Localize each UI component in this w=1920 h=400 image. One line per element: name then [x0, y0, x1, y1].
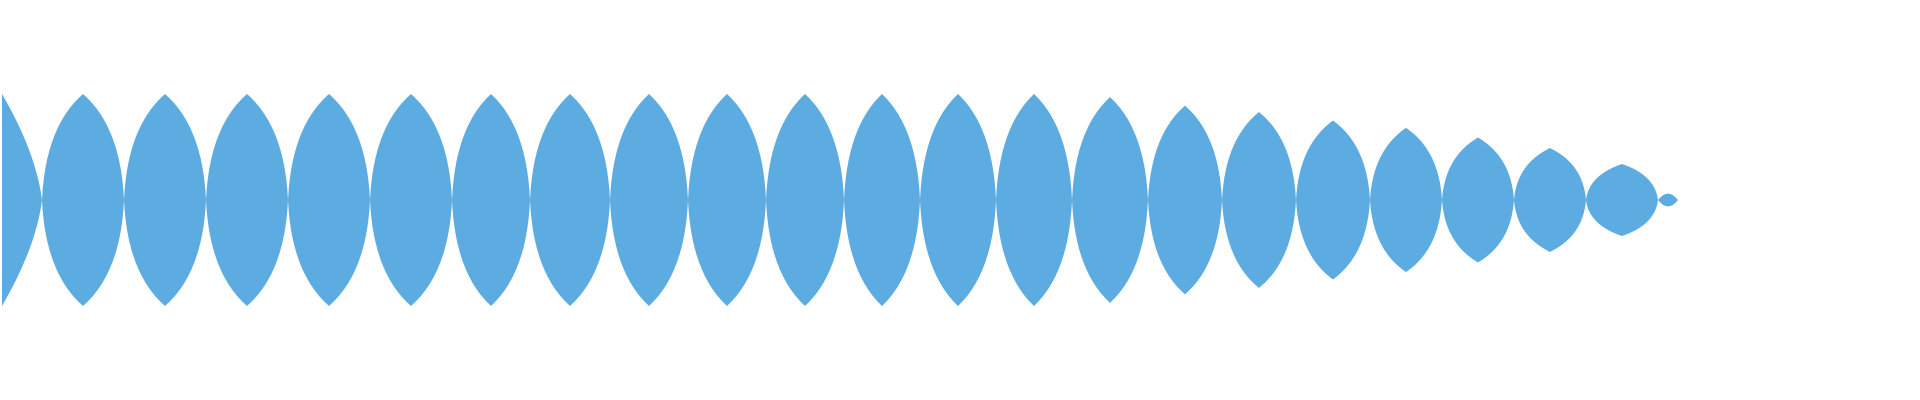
- waveform-segment: [288, 94, 370, 306]
- waveform-segment: [1658, 193, 1678, 207]
- waveform-segment: [1296, 120, 1370, 280]
- waveform-segment: [1586, 163, 1658, 237]
- waveform-segment: [920, 94, 996, 306]
- waveform-segment: [996, 94, 1072, 306]
- waveform-segment: [1370, 127, 1442, 273]
- waveform-segment: [1148, 105, 1222, 295]
- waveform-segment: [1514, 148, 1586, 252]
- waveform-segment: [688, 94, 766, 306]
- waveform-segment: [1442, 137, 1514, 263]
- waveform-segment: [124, 94, 206, 306]
- waveform-segment: [42, 94, 124, 306]
- waveform-segment: [1072, 97, 1148, 303]
- waveform-segment: [610, 94, 688, 306]
- waveform-segment: [370, 94, 452, 306]
- waveform-segment: [766, 94, 844, 306]
- waveform-segment: [206, 94, 288, 306]
- waveform-segment: [1222, 112, 1296, 288]
- waveform-segment: [2, 94, 42, 306]
- waveform-segment: [844, 94, 920, 306]
- waveform-segment: [530, 94, 610, 306]
- waveform-segment: [452, 94, 530, 306]
